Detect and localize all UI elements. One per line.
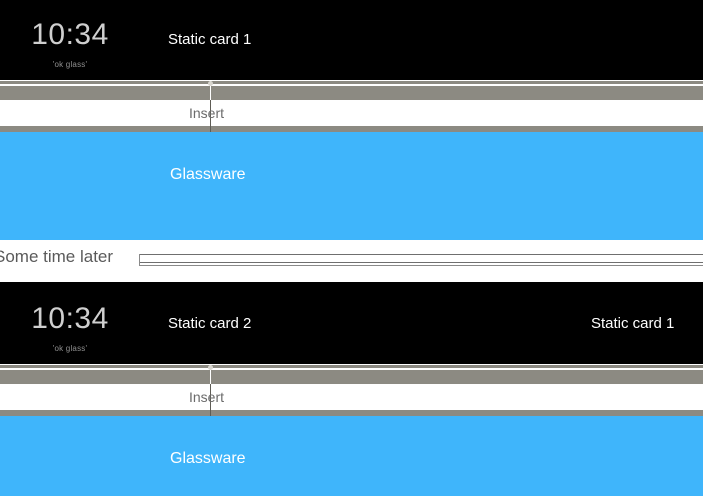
- timeline-card-static-card-1-shifted[interactable]: Static card 1: [591, 315, 675, 332]
- insert-connector-line: [210, 364, 211, 384]
- clock-voice-hint: 'ok glass': [52, 344, 88, 353]
- insert-node-dot: [208, 365, 213, 370]
- clock-time: 10:34: [31, 18, 109, 51]
- band-gray-lower: [0, 410, 703, 416]
- timeline-card-static-card-2[interactable]: Static card 2: [168, 315, 252, 332]
- band-hairline-mid: [0, 368, 703, 370]
- glassware-label-1: Glassware: [170, 166, 246, 183]
- insert-connector-line-lower: [210, 100, 211, 132]
- some-time-later-divider: Some time later: [0, 240, 703, 282]
- timeline-card-static-card-1[interactable]: Static card 1: [168, 31, 252, 48]
- some-time-later-label: Some time later: [0, 247, 114, 266]
- glass-clock-1: 10:34 'ok glass': [0, 0, 140, 80]
- insert-node-dot: [208, 81, 213, 86]
- insert-connector-2: Insert: [0, 364, 703, 416]
- insert-connector-line-lower: [210, 384, 211, 416]
- card-strip-1: 10:34 'ok glass' Static card 1: [0, 0, 703, 80]
- band-gray-main: [0, 370, 703, 384]
- divider-rule-lower: [139, 262, 703, 263]
- divider-rule-hair: [139, 265, 703, 266]
- band-gray-upper: [0, 81, 703, 84]
- band-gray-lower: [0, 126, 703, 132]
- glassware-label-2: Glassware: [170, 450, 246, 467]
- card-strip-2: 10:34 'ok glass' Static card 2 Static ca…: [0, 282, 703, 364]
- band-hairline-top: [0, 364, 703, 365]
- insert-label-1: Insert: [189, 105, 225, 121]
- divider-rule-upper: [139, 254, 703, 255]
- divider-tick: [139, 254, 140, 266]
- band-hairline-top: [0, 80, 703, 81]
- glassware-panel-1[interactable]: Glassware: [0, 132, 703, 240]
- clock-voice-hint: 'ok glass': [52, 60, 88, 69]
- insert-label-2: Insert: [189, 389, 225, 405]
- glass-clock-2: 10:34 'ok glass': [0, 282, 140, 364]
- band-hairline-mid: [0, 84, 703, 86]
- insert-connector-line: [210, 80, 211, 100]
- insert-connector-1: Insert: [0, 80, 703, 132]
- clock-time: 10:34: [31, 302, 109, 335]
- band-white-insert: [0, 384, 703, 410]
- glassware-panel-2[interactable]: Glassware: [0, 416, 703, 496]
- band-white-insert: [0, 100, 703, 126]
- band-gray-main: [0, 86, 703, 100]
- band-gray-upper: [0, 365, 703, 368]
